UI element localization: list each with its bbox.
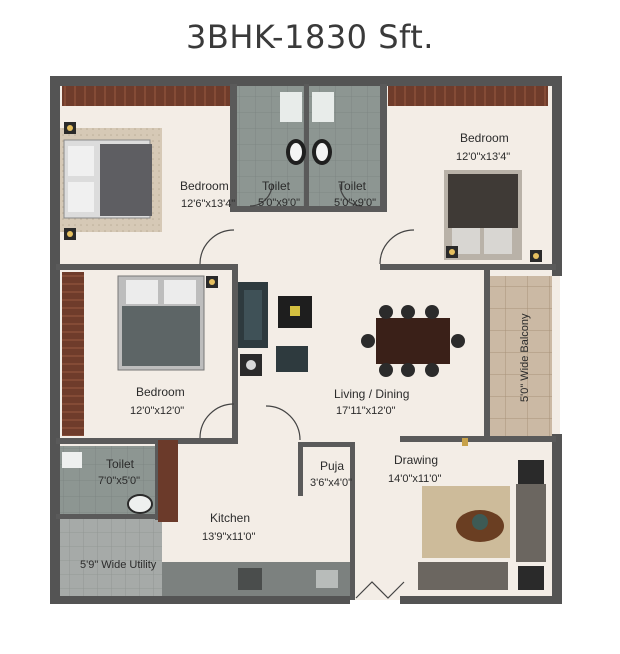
bed-top-left [60, 122, 162, 240]
label-bedroom-top-left: Bedroom [180, 179, 229, 193]
toilet-fixtures-top [280, 92, 334, 165]
utility-floor [56, 516, 162, 598]
dims-drawing: 14'0"x11'0" [388, 473, 441, 485]
label-toilet-3: Toilet [106, 457, 135, 471]
label-puja: Puja [320, 459, 344, 473]
outer-walls [50, 76, 562, 604]
wardrobe-top-right [388, 86, 548, 106]
label-bedroom-left: Bedroom [136, 385, 185, 399]
label-toilet-1: Toilet [262, 179, 291, 193]
dims-kitchen: 13'9"x11'0" [202, 531, 255, 543]
label-toilet-2: Toilet [338, 179, 367, 193]
wardrobe-top-left [62, 86, 230, 106]
dims-bedroom-top-left: 12'6"x13'4" [181, 198, 235, 210]
dims-living-dining: 17'11"x12'0" [336, 405, 396, 417]
label-bedroom-top-right: Bedroom [460, 131, 509, 145]
door-swings [199, 183, 415, 599]
dims-puja: 3'6"x4'0" [310, 477, 352, 489]
interior-walls [56, 84, 556, 600]
label-living-dining: Living / Dining [334, 387, 409, 401]
dims-bedroom-top-right: 12'0"x13'4" [456, 151, 510, 163]
dining-table [361, 305, 465, 377]
label-balcony: 5'0" Wide Balcony [519, 313, 531, 402]
label-utility: 5'9" Wide Utility [80, 559, 157, 571]
dims-toilet-3: 7'0"x5'0" [98, 475, 140, 487]
bed-top-right [444, 170, 542, 262]
label-kitchen: Kitchen [210, 511, 250, 525]
bed-left [117, 275, 218, 371]
stove [238, 568, 262, 590]
toilet-fixtures-left [62, 452, 153, 514]
dims-toilet-1: 5'0"x9'0" [258, 197, 300, 209]
living-furniture [238, 282, 312, 376]
plan-title: 3BHK-1830 Sft. [186, 18, 434, 56]
label-drawing: Drawing [394, 453, 438, 467]
wardrobe-left [62, 272, 84, 436]
dims-toilet-2: 5'0"x9'0" [334, 197, 376, 209]
dims-bedroom-left: 12'0"x12'0" [130, 405, 184, 417]
drawing-room-furniture [418, 438, 546, 590]
sink [316, 570, 338, 588]
balcony-floor [488, 276, 552, 438]
